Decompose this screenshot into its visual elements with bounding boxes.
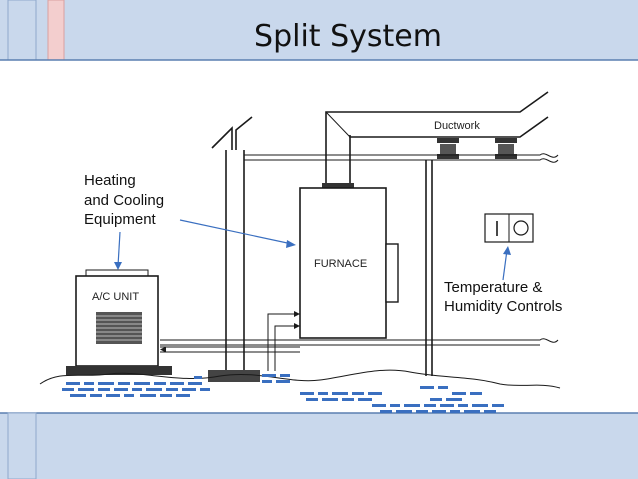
equipment-callout: Heating and Cooling Equipment xyxy=(84,172,296,270)
controls-callout: Temperature & Humidity Controls xyxy=(444,246,562,315)
equipment-label-line2: and Cooling xyxy=(84,192,164,209)
arrow-to-furnace-icon xyxy=(286,240,296,248)
supply-register-left xyxy=(437,138,459,159)
footer-band xyxy=(0,413,638,479)
ceiling xyxy=(244,153,559,163)
ac-unit: A/C UNIT xyxy=(66,269,172,375)
controls-label-line1: Temperature & xyxy=(444,279,542,296)
equipment-label-line3: Equipment xyxy=(84,211,157,228)
ductwork: Ductwork xyxy=(325,91,549,183)
header-tab-left xyxy=(7,0,37,61)
interior-wall xyxy=(425,160,433,376)
ac-pad xyxy=(66,366,172,375)
ductwork-label: Ductwork xyxy=(434,120,480,132)
refrigerant-lines xyxy=(160,311,300,371)
equipment-label-line1: Heating xyxy=(84,172,136,189)
header-tab-pink xyxy=(47,0,65,61)
humidity-dial-icon xyxy=(513,220,529,236)
furnace: FURNACE xyxy=(299,183,399,339)
slide-title: Split System xyxy=(254,19,442,54)
furnace-label: FURNACE xyxy=(314,258,367,270)
ac-unit-label: A/C UNIT xyxy=(92,291,139,303)
ground xyxy=(39,369,561,413)
footer-tab-left xyxy=(7,412,37,479)
arrow-to-ac-icon xyxy=(114,262,122,270)
chimney-pad xyxy=(208,370,260,382)
header-band xyxy=(0,0,638,60)
floor xyxy=(160,338,559,346)
arrow-to-controls-icon xyxy=(503,246,511,255)
supply-register-right xyxy=(495,138,517,159)
vent-pipe xyxy=(211,116,253,376)
controls-panel xyxy=(484,213,534,243)
controls-label-line2: Humidity Controls xyxy=(444,298,562,315)
soil-pattern xyxy=(62,374,504,413)
